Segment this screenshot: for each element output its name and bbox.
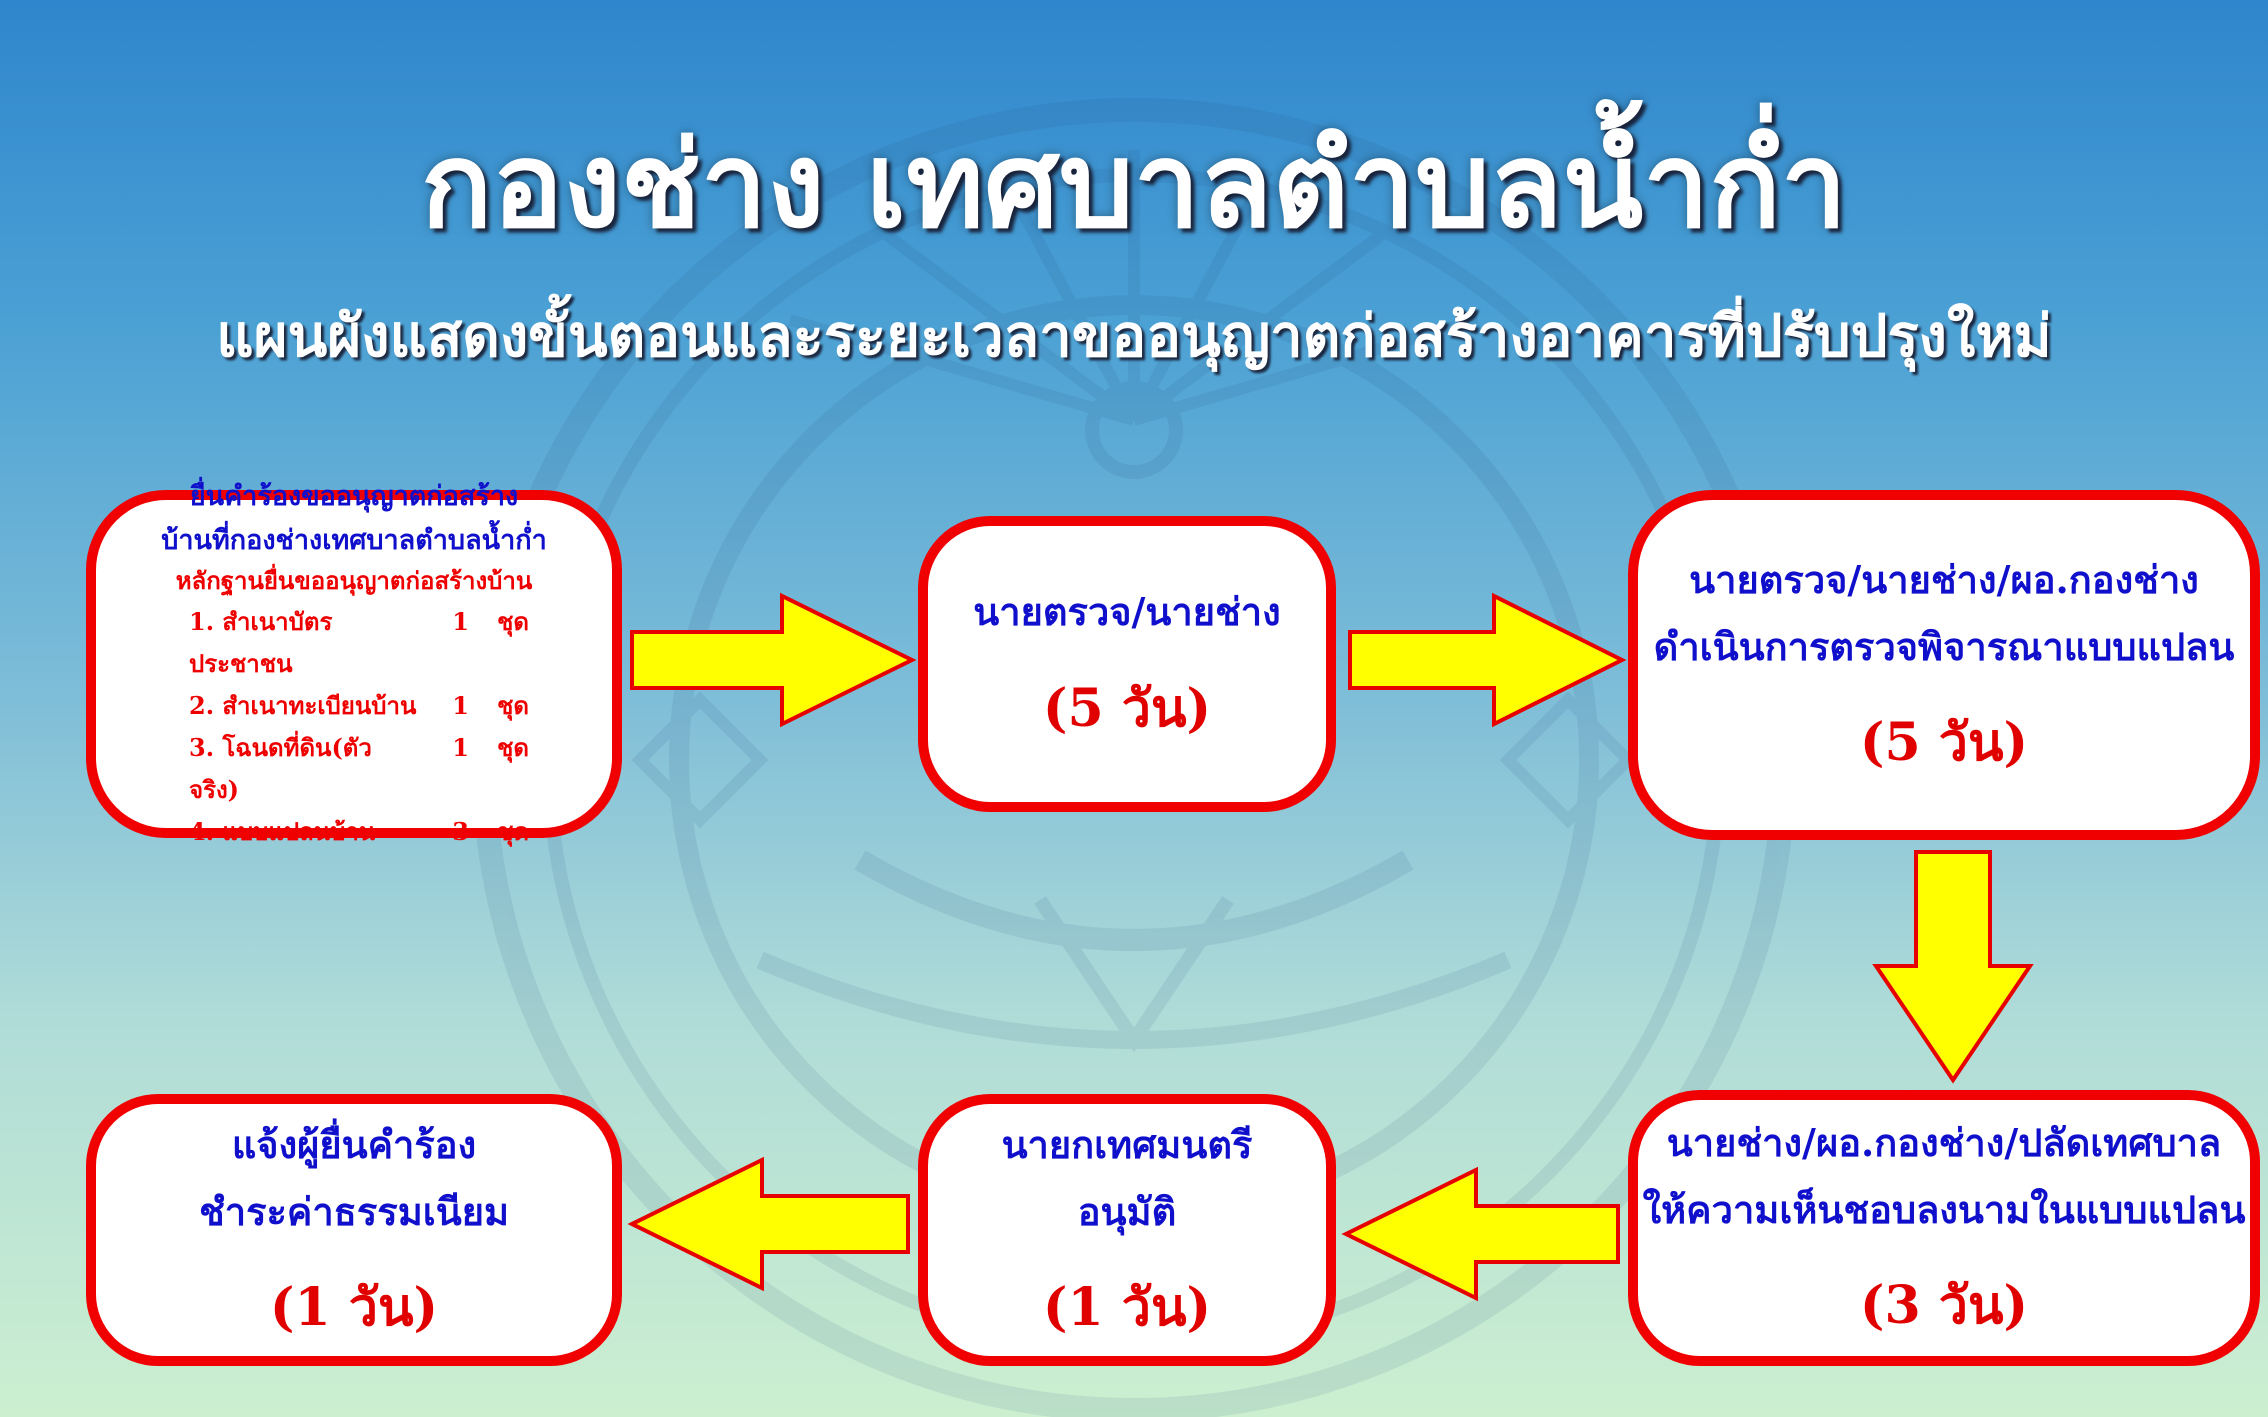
step5-duration: (1 วัน) — [1042, 1277, 1212, 1338]
step-plan-approval-signing-box: นายช่าง/ผอ.กองช่าง/ปลัดเทศบาล ให้ความเห็… — [1628, 1090, 2260, 1366]
arrow-right-icon — [630, 592, 917, 728]
arrow-left-icon — [627, 1156, 910, 1292]
step4-duration: (3 วัน) — [1859, 1275, 2029, 1336]
page-subtitle: แผนผังแสดงขั้นตอนและระยะเวลาขออนุญาตก่อส… — [216, 302, 2052, 370]
page-title: กองช่าง เทศบาลตำบลน้ำก่ำ — [420, 116, 1848, 254]
step-mayor-approval-box: นายกเทศมนตรี อนุมัติ (1 วัน) — [918, 1094, 1336, 1366]
requirement-name: 2. สำเนาทะเบียนบ้าน — [189, 691, 417, 721]
requirement-item: 1. สำเนาบัตรประชาชน 1 ชุด — [179, 601, 529, 685]
requirement-name: 1. สำเนาบัตรประชาชน — [189, 607, 333, 679]
step5-line2: อนุมัติ — [1077, 1188, 1177, 1234]
step4-line1: นายช่าง/ผอ.กองช่าง/ปลัดเทศบาล — [1666, 1120, 2222, 1165]
step3-duration: (5 วัน) — [1859, 712, 2029, 773]
step1-line2: บ้านที่กองช่างเทศบาลตำบลน้ำก่ำ — [161, 524, 547, 556]
step4-line2: ให้ความเห็นชอบลงนามในแบบแปลน — [1642, 1186, 2246, 1232]
requirement-item: 2. สำเนาทะเบียนบ้าน 1 ชุด — [179, 685, 529, 727]
requirement-qty: 1 — [452, 691, 469, 721]
requirement-qty: 1 — [452, 607, 469, 637]
step-inspector-review-box: นายตรวจ/นายช่าง (5 วัน) — [918, 516, 1336, 812]
step1-line1: ยื่นคำร้องขออนุญาตก่อสร้าง — [189, 480, 519, 512]
step6-duration: (1 วัน) — [269, 1277, 439, 1338]
requirement-item: 4. แบบแปลนบ้าน 3 ชุด — [179, 811, 529, 853]
requirement-name: 4. แบบแปลนบ้าน — [189, 817, 376, 847]
requirement-unit: ชุด — [497, 691, 529, 721]
step6-line1: แจ้งผู้ยื่นคำร้อง — [231, 1122, 477, 1167]
step2-line1: นายตรวจ/นายช่าง — [973, 589, 1281, 635]
arrow-right-icon — [1348, 592, 1627, 728]
requirement-qty: 3 — [452, 817, 469, 847]
step3-line2: ดำเนินการตรวจพิจารณาแบบแปลน — [1653, 623, 2235, 669]
step1-line3: หลักฐานยื่นขออนุญาตก่อสร้างบ้าน — [175, 566, 533, 596]
step-plan-examination-box: นายตรวจ/นายช่าง/ผอ.กองช่าง ดำเนินการตรวจ… — [1628, 490, 2260, 840]
step2-duration: (5 วัน) — [1042, 677, 1212, 739]
requirement-item: 3. โฉนดที่ดิน(ตัวจริง) 1 ชุด — [179, 727, 529, 811]
step5-line1: นายกเทศมนตรี — [1001, 1122, 1253, 1167]
step6-line2: ชำระค่าธรรมเนียม — [198, 1188, 510, 1234]
requirement-name: 3. โฉนดที่ดิน(ตัวจริง) — [189, 733, 372, 805]
step-submit-request-box: ยื่นคำร้องขออนุญาตก่อสร้าง บ้านที่กองช่า… — [86, 481, 622, 846]
requirement-unit: ชุด — [497, 817, 529, 847]
arrow-down-icon — [1872, 850, 2034, 1084]
requirement-unit: ชุด — [497, 733, 529, 763]
step-notify-applicant-box: แจ้งผู้ยื่นคำร้อง ชำระค่าธรรมเนียม (1 วั… — [86, 1094, 622, 1366]
step3-line1: นายตรวจ/นายช่าง/ผอ.กองช่าง — [1689, 557, 2199, 602]
requirement-qty: 1 — [452, 733, 469, 763]
arrow-left-icon — [1341, 1166, 1620, 1302]
requirement-unit: ชุด — [497, 607, 529, 637]
